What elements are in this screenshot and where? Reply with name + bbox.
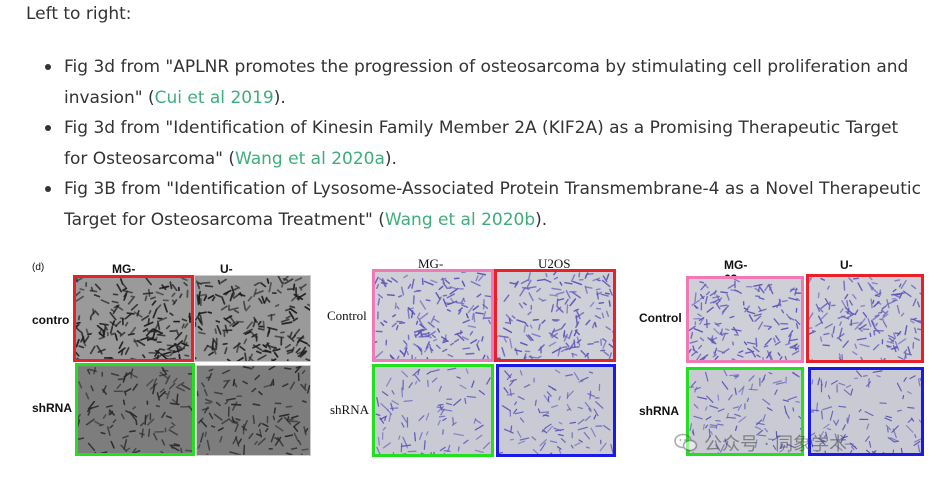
citation-link-cui-2019[interactable]: Cui et al 2019 — [154, 87, 274, 108]
micrograph — [372, 269, 494, 362]
wechat-icon — [674, 433, 698, 452]
panel-letter: (d) — [32, 262, 45, 273]
micrograph — [496, 364, 616, 457]
row-label: contro — [32, 313, 70, 327]
row-label: shRNA — [330, 402, 370, 417]
reference-list: Fig 3d from "APLNR promotes the progress… — [26, 52, 926, 235]
ref-text: Fig 3B from "Identification of Lysosome-… — [64, 179, 921, 230]
intro-text: Left to right: — [26, 4, 132, 24]
micrograph — [686, 276, 804, 363]
row-label: shRNA — [639, 404, 680, 418]
watermark: 公众号 · 同象学术 — [674, 430, 847, 456]
micrograph — [686, 367, 804, 456]
micrograph — [806, 274, 924, 363]
ref-end: ). — [384, 148, 397, 169]
row-label: Control — [327, 308, 367, 323]
ref-end: ). — [535, 209, 548, 230]
watermark-text: 公众号 · 同象学术 — [704, 434, 848, 455]
micrograph — [194, 275, 311, 362]
micrograph — [73, 275, 194, 362]
citation-link-wang-2020b[interactable]: Wang et al 2020b — [384, 209, 536, 230]
row-label: Control — [639, 311, 682, 325]
ref-text: Fig 3d from "APLNR promotes the progress… — [64, 57, 909, 108]
citation-link-wang-2020a[interactable]: Wang et al 2020a — [235, 148, 385, 169]
ref-end: ). — [273, 87, 286, 108]
row-label: shRNA — [32, 401, 73, 415]
list-item: Fig 3d from "APLNR promotes the progress… — [26, 52, 926, 113]
micrograph — [372, 364, 494, 457]
micrograph — [808, 367, 924, 456]
micrograph — [494, 269, 616, 362]
micrograph — [196, 365, 311, 456]
list-item: Fig 3B from "Identification of Lysosome-… — [26, 174, 926, 235]
ref-text: Fig 3d from "Identification of Kinesin F… — [64, 118, 899, 169]
list-item: Fig 3d from "Identification of Kinesin F… — [26, 113, 926, 174]
column-label: U2OS — [538, 256, 571, 271]
micrograph — [75, 363, 195, 456]
